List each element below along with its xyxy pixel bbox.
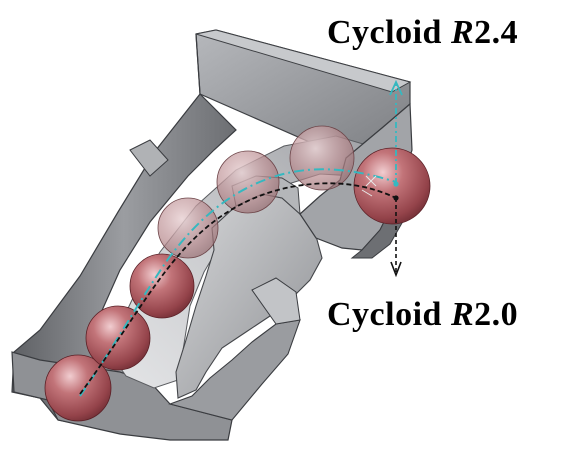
ball-1 bbox=[44, 354, 112, 422]
contact-marks bbox=[361, 175, 377, 197]
ball-3 bbox=[129, 253, 195, 319]
ball-end bbox=[353, 147, 431, 225]
cycloid-r24-curve bbox=[79, 168, 397, 397]
label-cycloid-r24: Cycloid R2.4 bbox=[327, 14, 519, 51]
cycloid-r20-arrowhead bbox=[390, 261, 402, 278]
cycloid-r20-curve bbox=[79, 182, 397, 395]
ball-ghost-1 bbox=[157, 197, 219, 259]
cycloid-r20-endpoint bbox=[393, 195, 399, 201]
label-cycloid-r20: Cycloid R2.0 bbox=[327, 296, 519, 333]
housing-wall-step bbox=[129, 139, 169, 177]
path-r24 bbox=[79, 79, 403, 397]
balls-solid bbox=[44, 147, 431, 422]
housing-back-plate-top bbox=[195, 29, 412, 93]
cycloid-r24-arrowhead bbox=[389, 79, 403, 96]
cycloid-r24-endpoint bbox=[393, 181, 399, 187]
ball-ghost-3 bbox=[289, 125, 355, 191]
balls-ghosted bbox=[157, 125, 355, 259]
path-r20 bbox=[79, 182, 402, 395]
ball-ghost-2 bbox=[216, 150, 280, 214]
lower-front-rail-top bbox=[251, 277, 301, 325]
